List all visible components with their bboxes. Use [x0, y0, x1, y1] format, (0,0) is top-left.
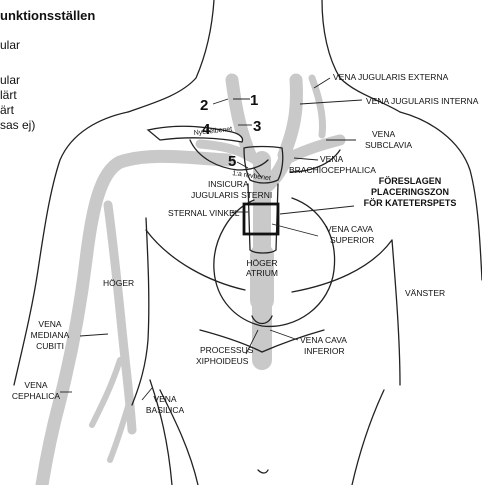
label-xiph-1: PROCESSUS [200, 345, 254, 355]
forearm-vein-2 [110, 400, 130, 460]
label-subclavia-1: VENA [372, 129, 395, 139]
label-cephalica-1: VENA [24, 380, 47, 390]
neck-left-outline [128, 0, 214, 112]
label-cephalica-2: CEPHALICA [12, 391, 61, 401]
left-arm-inner-outline [392, 240, 400, 385]
leader-m2 [213, 99, 228, 104]
marker-3: 3 [253, 118, 261, 135]
label-vanster-side: VÄNSTER [405, 288, 445, 298]
label-brachio-2: BRACHIOCEPHALICA [289, 165, 376, 175]
marker-5: 5 [228, 153, 236, 170]
left-internal-jugular [284, 80, 297, 155]
label-xiph-2: XIPHOIDEUS [196, 356, 249, 366]
label-sternal-vinkel: STERNAL VINKEL [168, 208, 240, 218]
label-vci-1: VENA CAVA [300, 335, 347, 345]
label-zone-2: PLACERINGSZON [371, 187, 449, 197]
right-arm-vein [42, 156, 228, 485]
right-arm-inner-outline [132, 218, 149, 405]
label-basilica-2: BASILICA [146, 405, 185, 415]
label-hoger-side: HÖGER [103, 278, 134, 288]
left-external-jugular [312, 78, 323, 135]
label-zone-3: FÖR KATETERSPETS [364, 198, 457, 208]
label-subclavia-2: SUBCLAVIA [365, 140, 412, 150]
leader-m5 [237, 162, 248, 168]
label-brachio-1: VENA [320, 154, 343, 164]
label-vcs-2: SUPERIOR [330, 235, 374, 245]
marker-1: 1 [250, 92, 258, 109]
marker-2: 2 [200, 97, 208, 114]
label-vci-2: INFERIOR [304, 346, 345, 356]
leader-mediana [80, 334, 108, 336]
label-basilica-1: VENA [153, 394, 176, 404]
navel [258, 470, 268, 473]
leader-zone [280, 206, 354, 214]
leader-basilica [142, 388, 152, 400]
forearm-vein-1 [92, 360, 120, 425]
left-pectoral-outline [292, 240, 392, 292]
right-pectoral-outline [146, 230, 245, 290]
label-jugularis-externa: VENA JUGULARIS EXTERNA [333, 72, 449, 82]
label-mediana-3: CUBITI [36, 341, 64, 351]
leader-vci [270, 330, 298, 340]
label-zone-1: FÖRESLAGEN [379, 176, 442, 186]
label-jugularis-interna: VENA JUGULARIS INTERNA [366, 96, 479, 106]
basilica-vein [108, 205, 132, 430]
abdomen-right-outline [352, 390, 384, 485]
label-incisura-2: JUGULARIS STERNI [191, 190, 272, 200]
label-mediana-2: MEDIANA [31, 330, 70, 340]
label-mediana-1: VENA [38, 319, 61, 329]
label-atrium-1: HÖGER [246, 258, 277, 268]
right-internal-jugular [232, 80, 250, 155]
label-incisura-1: INSICURA [208, 179, 249, 189]
veins [42, 78, 340, 485]
label-atrium-2: ATRIUM [246, 268, 278, 278]
leader-jug-int [300, 100, 362, 104]
label-vcs-1: VENA CAVA [326, 224, 373, 234]
